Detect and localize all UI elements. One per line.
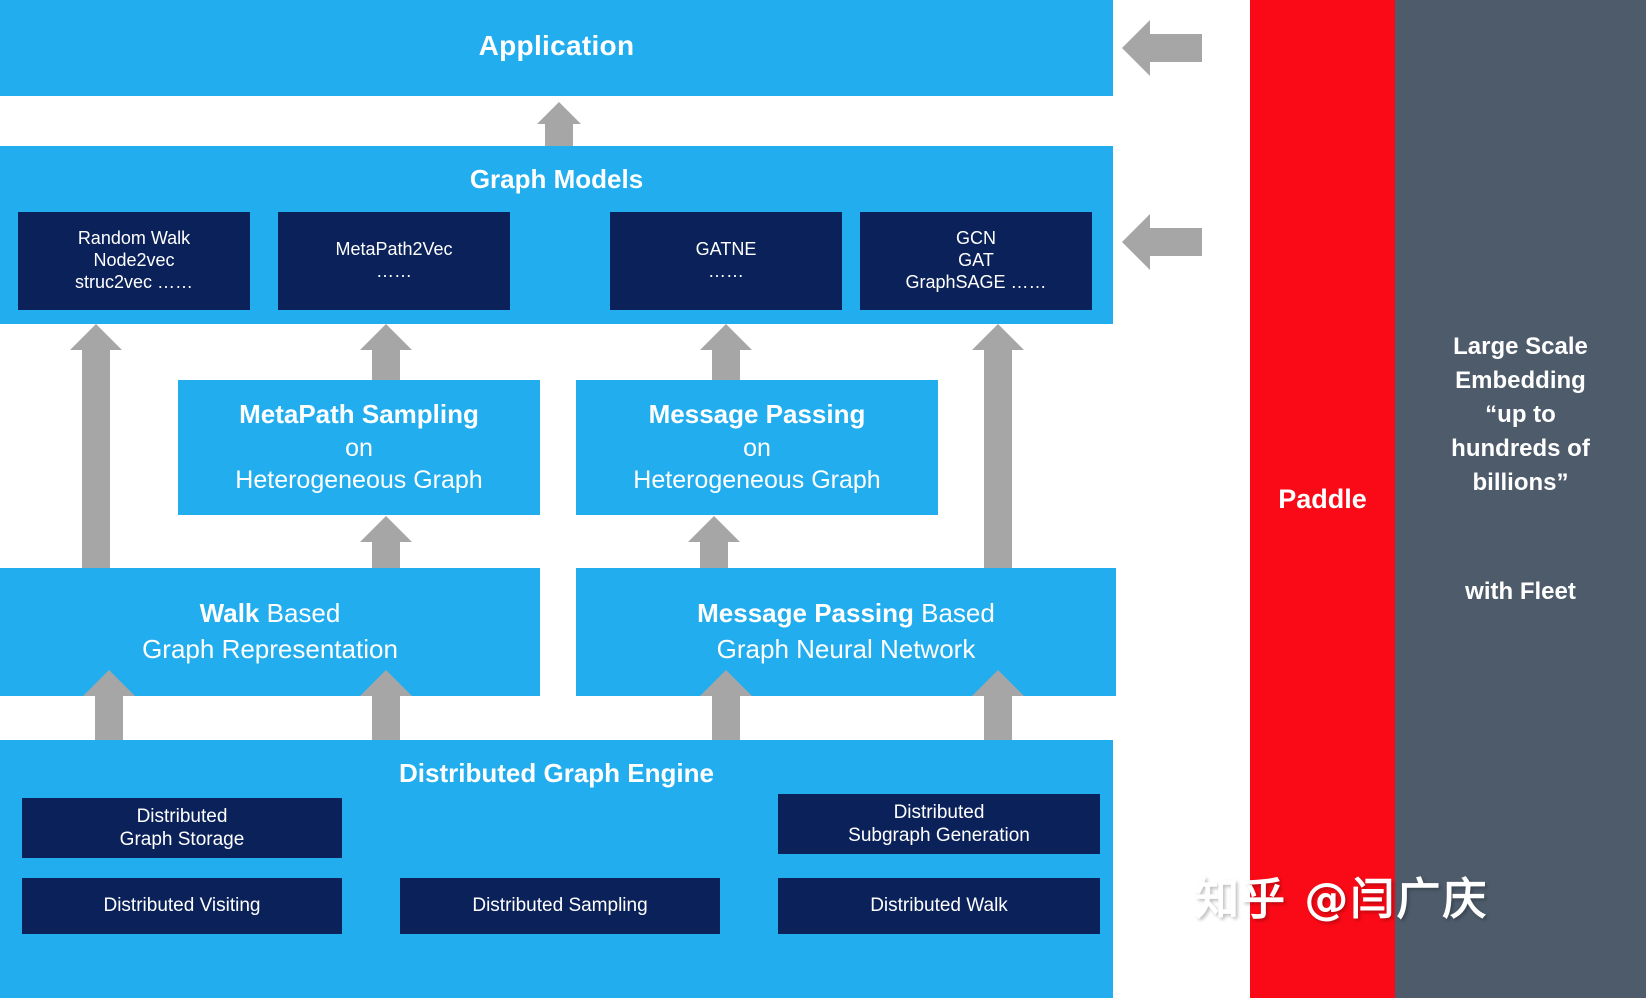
arrow-gnn-to-graph-models <box>984 350 1012 568</box>
distributed-graph-engine-layer: Distributed Graph Engine <box>0 740 1113 998</box>
mp-based-line1: Message Passing Based <box>697 596 995 632</box>
arrow-engine-to-walk-based-right <box>372 696 400 742</box>
watermark: 知乎 @闫广庆 <box>1195 862 1595 928</box>
paddle-label: Paddle <box>1278 483 1367 514</box>
metapath-sampling-line3: Heterogeneous Graph <box>235 466 483 495</box>
engine-box-distributed-visiting: Distributed Visiting <box>22 878 342 934</box>
arrow-graph-models-to-application <box>545 124 573 146</box>
paddle-panel: Paddle <box>1250 0 1395 998</box>
arrow-engine-to-walk-based <box>95 696 123 742</box>
mp-based-line2: Graph Neural Network <box>716 634 976 664</box>
message-passing-line3: Heterogeneous Graph <box>633 466 881 495</box>
mp-based-rest: Based <box>913 598 995 629</box>
metapath-sampling-title: MetaPath Sampling <box>239 399 479 430</box>
walk-based-line2: Graph Representation <box>142 634 398 664</box>
fleet-subline: with Fleet <box>1465 578 1576 605</box>
metapath-sampling-line2: on <box>345 433 373 462</box>
engine-box-subgraph-generation: Distributed Subgraph Generation <box>778 794 1100 854</box>
message-passing-based-gnn-box: Message Passing Based Graph Neural Netwo… <box>576 568 1116 696</box>
arrow-message-passing-to-graph-models <box>712 350 740 380</box>
graph-models-title: Graph Models <box>469 164 644 194</box>
model-box-random-walk: Random Walk Node2vec struc2vec …… <box>18 212 250 310</box>
walk-based-line1: Walk Based <box>200 596 341 632</box>
metapath-sampling-box: MetaPath Sampling on Heterogeneous Graph <box>178 380 540 515</box>
arrow-engine-to-gnn <box>712 696 740 742</box>
arrow-walk-based-to-graph-models <box>82 350 110 568</box>
arrow-gnn-to-message-passing <box>700 542 728 568</box>
mp-based-bold: Message Passing <box>697 598 914 629</box>
watermark-text: 知乎 @闫广庆 <box>1195 874 1489 925</box>
arrow-engine-to-gnn-right <box>984 696 1012 742</box>
model-box-metapath2vec: MetaPath2Vec …… <box>278 212 510 310</box>
message-passing-box: Message Passing on Heterogeneous Graph <box>576 380 938 515</box>
fleet-panel: Large Scale Embedding “up to hundreds of… <box>1395 0 1646 998</box>
arrow-walk-based-to-metapath-sampling <box>372 542 400 568</box>
arrow-paddle-to-application <box>1150 34 1202 62</box>
engine-box-distributed-walk: Distributed Walk <box>778 878 1100 934</box>
arrow-metapath-sampling-to-graph-models <box>372 350 400 380</box>
model-box-gatne: GATNE …… <box>610 212 842 310</box>
walk-based-bold: Walk <box>199 598 260 629</box>
walk-based-rest: Based <box>259 598 341 629</box>
application-title: Application <box>478 30 635 61</box>
arrow-paddle-to-graph-models <box>1150 228 1202 256</box>
application-layer: Application <box>0 0 1113 96</box>
engine-box-distributed-sampling: Distributed Sampling <box>400 878 720 934</box>
model-box-gcn: GCN GAT GraphSAGE …… <box>860 212 1092 310</box>
engine-box-graph-storage: Distributed Graph Storage <box>22 798 342 858</box>
fleet-headline: Large Scale Embedding “up to hundreds of… <box>1451 333 1590 497</box>
distributed-graph-engine-title: Distributed Graph Engine <box>399 758 714 788</box>
walk-based-representation-box: Walk Based Graph Representation <box>0 568 540 696</box>
message-passing-line2: on <box>743 433 771 462</box>
message-passing-title: Message Passing <box>648 399 866 430</box>
